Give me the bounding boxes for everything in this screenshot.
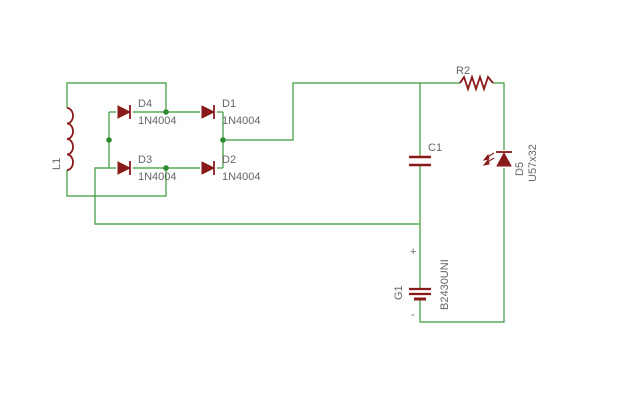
label-g1-value: B2430UNI <box>439 259 451 310</box>
resistor-r2: R2 <box>456 65 494 92</box>
inductor-l1: L1 <box>51 107 74 171</box>
diode-d1: D1 1N4004 <box>201 98 261 127</box>
wire-l1-top <box>66 82 167 111</box>
label-d5-value: U57x32 <box>527 144 539 182</box>
junction-dot <box>163 165 169 171</box>
wire-r2-led <box>493 82 505 150</box>
battery-g1: + - G1 B2430UNI <box>393 246 451 321</box>
wire-led-return <box>419 168 505 323</box>
diode-d3: D3 1N4004 <box>117 154 177 183</box>
diode-d4: D4 1N4004 <box>117 98 177 127</box>
label-battery-minus: - <box>411 309 415 321</box>
capacitor-c1: C1 <box>409 142 442 167</box>
led-d5: D5 U57x32 <box>482 144 539 182</box>
label-d5: D5 <box>514 162 526 176</box>
label-d4-value: 1N4004 <box>138 115 177 127</box>
junction-dot <box>163 109 169 115</box>
label-c1: C1 <box>428 142 442 154</box>
label-d1: D1 <box>222 98 236 110</box>
label-d3: D3 <box>138 154 152 166</box>
label-d4: D4 <box>138 98 152 110</box>
label-d2: D2 <box>222 154 236 166</box>
label-r2: R2 <box>456 65 470 77</box>
wire-negative-rail <box>94 167 420 225</box>
junction-dot <box>106 137 112 143</box>
label-d3-value: 1N4004 <box>138 171 177 183</box>
wire-l1-bottom <box>66 168 167 197</box>
label-d1-value: 1N4004 <box>222 115 261 127</box>
wire-positive-rail <box>223 82 460 141</box>
junction-dot <box>220 137 226 143</box>
label-d2-value: 1N4004 <box>222 171 261 183</box>
diode-d2: D2 1N4004 <box>201 154 261 183</box>
label-battery-plus: + <box>410 246 416 258</box>
label-g1: G1 <box>393 285 405 300</box>
junctions <box>106 109 226 171</box>
label-l1: L1 <box>51 158 63 170</box>
